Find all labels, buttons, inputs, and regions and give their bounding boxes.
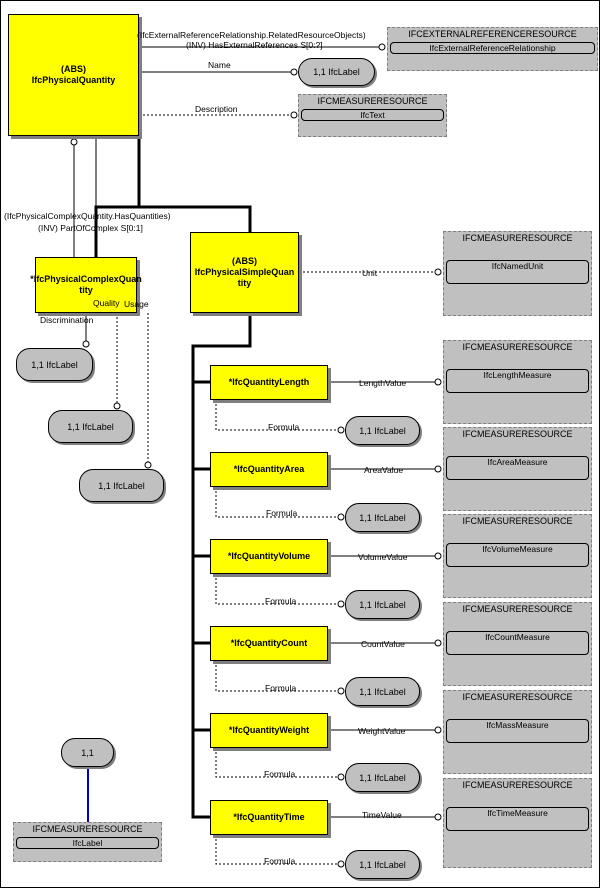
relation-label-ext-ref-1: (IfcExternalReferenceRelationship.Relate… — [137, 30, 366, 40]
resource-type: IfcLengthMeasure — [446, 369, 589, 393]
relation-label-formula-time: Formula — [264, 856, 296, 866]
relation-label-formula-count: Formula — [265, 683, 297, 693]
resource-title: IFCMEASURERESOURCE — [462, 692, 573, 702]
relation-label-unit: Unit — [362, 268, 378, 278]
resource-title: IFCMEASURERESOURCE — [462, 780, 573, 790]
entity-ifcphysicalcomplexquantity[interactable]: *IfcPhysicalComplexQuan tity — [30, 257, 142, 313]
legend-resource-box: IFCMEASURERESOURCE IfcLabel — [13, 822, 162, 862]
resource-box-mass-measure[interactable]: IFCMEASURERESOURCE IfcMassMeasure — [443, 690, 592, 774]
resource-type: IfcNamedUnit — [446, 260, 589, 284]
resource-type: IfcMassMeasure — [446, 719, 589, 743]
resource-box-count-measure[interactable]: IFCMEASURERESOURCE IfcCountMeasure — [443, 602, 592, 686]
resource-box-external-reference[interactable]: IFCEXTERNALREFERENCERESOURCE IfcExternal… — [387, 27, 598, 71]
relation-label-area-value: AreaValue — [364, 465, 404, 475]
label-pill-formula-time[interactable]: 1,1 IfcLabel — [345, 850, 420, 879]
relation-label-quality: Quality — [93, 298, 120, 308]
label-pill-discrimination[interactable]: 1,1 IfcLabel — [16, 348, 93, 381]
label-pill-formula-count[interactable]: 1,1 IfcLabel — [345, 677, 420, 706]
relation-label-length-value: LengthValue — [359, 378, 407, 388]
resource-type: IfcTimeMeasure — [446, 807, 589, 831]
abstract-label: (ABS) — [61, 64, 86, 74]
legend-pill: 1,1 — [61, 738, 114, 767]
label-pill-formula-length[interactable]: 1,1 IfcLabel — [345, 416, 420, 445]
entity-name-line1: *IfcPhysicalComplexQuan — [30, 274, 142, 284]
relation-label-formula-length: Formula — [268, 422, 300, 432]
resource-title: IFCMEASURERESOURCE — [32, 824, 143, 834]
label-pill-quality[interactable]: 1,1 IfcLabel — [48, 410, 133, 443]
resource-title: IFCMEASURERESOURCE — [462, 429, 573, 439]
relation-label-weight-value: WeightValue — [358, 726, 406, 736]
resource-type: IfcLabel — [16, 837, 159, 849]
entity-name-line1: IfcPhysicalSimpleQuan — [194, 267, 295, 277]
relation-label-formula-area: Formula — [266, 508, 298, 518]
relation-label-count-value: CountValue — [361, 639, 405, 649]
entity-name-line2: tity — [237, 278, 252, 288]
resource-box-named-unit[interactable]: IFCMEASURERESOURCE IfcNamedUnit — [443, 231, 592, 316]
relation-label-ext-ref-2: (INV) HasExternalReferences S[0:?] — [186, 40, 323, 50]
entity-ifcphysicalsimplequantity[interactable]: (ABS) IfcPhysicalSimpleQuan tity — [190, 232, 299, 313]
entity-ifcquantitylength[interactable]: *IfcQuantityLength — [210, 365, 328, 400]
relation-label-description: Description — [195, 104, 238, 114]
resource-type: IfcVolumeMeasure — [446, 543, 589, 567]
resource-title: IFCMEASURERESOURCE — [462, 342, 573, 352]
resource-box-volume-measure[interactable]: IFCMEASURERESOURCE IfcVolumeMeasure — [443, 514, 592, 598]
label-pill-formula-weight[interactable]: 1,1 IfcLabel — [345, 763, 420, 792]
relation-label-discrimination: Discrimination — [40, 315, 94, 325]
resource-box-time-measure[interactable]: IFCMEASURERESOURCE IfcTimeMeasure — [443, 778, 592, 868]
relation-label-has-quantities: (IfcPhysicalComplexQuantity.HasQuantitie… — [4, 211, 171, 221]
resource-type: IfcAreaMeasure — [446, 456, 589, 480]
relation-label-name: Name — [208, 60, 231, 70]
relation-label-part-of-complex: (INV) PartOfComplex S[0:1] — [38, 223, 143, 233]
resource-title: IFCMEASURERESOURCE — [462, 604, 573, 614]
resource-box-area-measure[interactable]: IFCMEASURERESOURCE IfcAreaMeasure — [443, 427, 592, 511]
entity-ifcquantitytime[interactable]: *IfcQuantityTime — [210, 800, 328, 835]
relation-label-usage: Usage — [124, 299, 149, 309]
label-pill-name[interactable]: 1,1 IfcLabel — [298, 58, 375, 86]
resource-title: IFCMEASURERESOURCE — [317, 96, 428, 106]
relation-label-formula-weight: Formula — [264, 769, 296, 779]
entity-ifcquantityarea[interactable]: *IfcQuantityArea — [210, 452, 328, 487]
entity-ifcquantityvolume[interactable]: *IfcQuantityVolume — [210, 539, 328, 574]
label-pill-formula-volume[interactable]: 1,1 IfcLabel — [345, 590, 420, 619]
resource-type: IfcExternalReferenceRelationship — [390, 42, 595, 54]
entity-ifcquantitycount[interactable]: *IfcQuantityCount — [210, 626, 328, 661]
relation-label-time-value: TimeValue — [362, 810, 402, 820]
label-pill-formula-area[interactable]: 1,1 IfcLabel — [345, 503, 420, 532]
resource-title: IFCEXTERNALREFERENCERESOURCE — [408, 29, 577, 39]
resource-title: IFCMEASURERESOURCE — [462, 233, 573, 243]
resource-box-text[interactable]: IFCMEASURERESOURCE IfcText — [298, 94, 447, 137]
relation-label-volume-value: VolumeValue — [358, 552, 408, 562]
resource-type: IfcCountMeasure — [446, 631, 589, 655]
resource-box-length-measure[interactable]: IFCMEASURERESOURCE IfcLengthMeasure — [443, 340, 592, 424]
label-pill-usage[interactable]: 1,1 IfcLabel — [79, 469, 164, 502]
entity-name: IfcPhysicalQuantity — [31, 75, 116, 85]
resource-type: IfcText — [301, 109, 444, 121]
resource-title: IFCMEASURERESOURCE — [462, 516, 573, 526]
abstract-label: (ABS) — [232, 256, 257, 266]
entity-ifcphysicalquantity[interactable]: (ABS) IfcPhysicalQuantity — [8, 14, 139, 136]
entity-name-line2: tity — [79, 285, 93, 295]
entity-ifcquantityweight[interactable]: *IfcQuantityWeight — [210, 713, 328, 748]
relation-label-formula-volume: Formula — [265, 596, 297, 606]
